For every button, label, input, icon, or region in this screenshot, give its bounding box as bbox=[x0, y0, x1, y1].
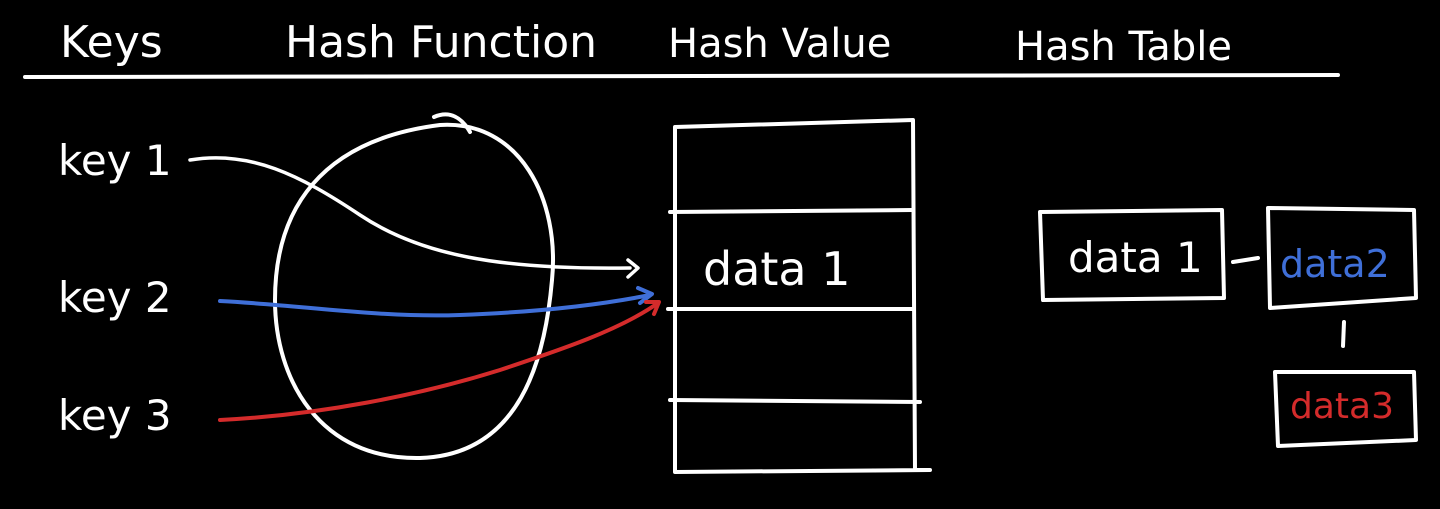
hash-function-blob-tip bbox=[432, 112, 472, 134]
key-label-2: key 2 bbox=[58, 273, 172, 322]
table-node-1-box bbox=[1038, 208, 1226, 302]
connector-node2-node3 bbox=[1341, 320, 1346, 348]
header-divider bbox=[23, 73, 1340, 79]
table-node-3-text: data3 bbox=[1290, 386, 1394, 427]
hash-value-row-divider-1 bbox=[668, 208, 915, 214]
hash-value-column bbox=[673, 118, 932, 474]
table-node-2-text: data2 bbox=[1280, 242, 1390, 286]
header-keys: Keys bbox=[60, 17, 163, 68]
table-node-1-text: data 1 bbox=[1068, 233, 1203, 282]
key-label-3: key 3 bbox=[58, 391, 172, 440]
arrow-key-1 bbox=[188, 156, 632, 270]
header-hash-value: Hash Value bbox=[668, 21, 891, 67]
arrow-key-1-head bbox=[626, 258, 640, 279]
table-node-3-box bbox=[1273, 370, 1418, 448]
arrow-key-2 bbox=[218, 293, 652, 318]
arrow-key-2-head bbox=[636, 286, 654, 305]
connector-node1-node2 bbox=[1231, 256, 1260, 264]
table-node-2-box bbox=[1266, 206, 1418, 310]
header-hash-table: Hash Table bbox=[1015, 24, 1232, 70]
key-label-1: key 1 bbox=[58, 136, 172, 185]
hash-value-row-divider-3 bbox=[668, 398, 922, 404]
arrow-key-3 bbox=[218, 301, 660, 422]
arrow-key-3-head bbox=[644, 300, 661, 316]
hash-value-slot-text: data 1 bbox=[703, 242, 851, 296]
header-hash-function: Hash Function bbox=[285, 17, 597, 68]
hash-function-blob bbox=[273, 122, 555, 461]
